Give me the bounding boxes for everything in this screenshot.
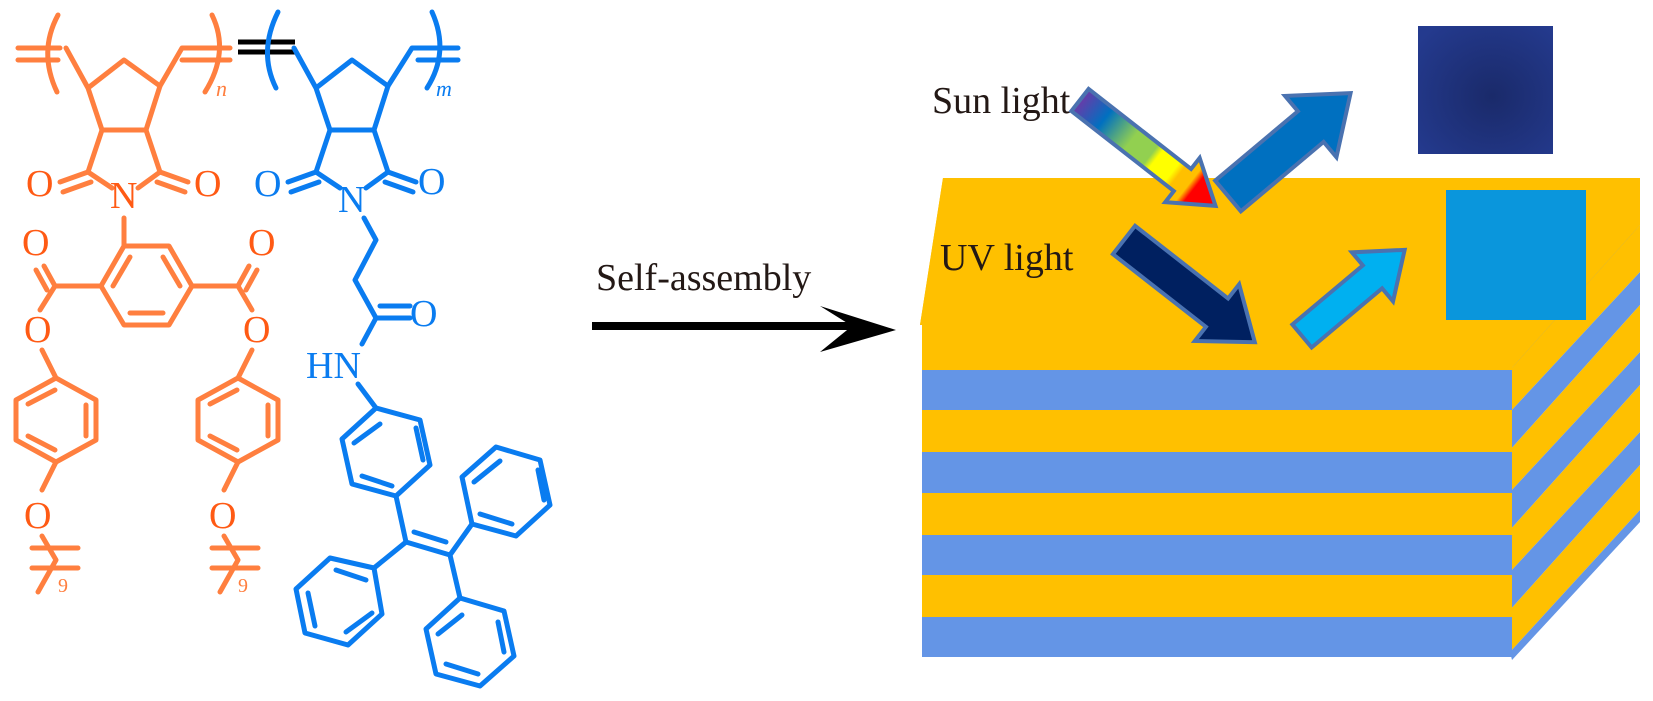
atom-o-imide-left: O xyxy=(26,163,53,205)
central-benzene-inner xyxy=(110,254,183,316)
uv-incoming-arrow xyxy=(1110,223,1258,345)
cyclopentane-ring xyxy=(63,45,163,133)
phenoxy-ring-left xyxy=(13,347,99,465)
imide-carbonyl-right-blue xyxy=(382,169,419,195)
propyl-chain xyxy=(352,215,379,347)
bracket-left xyxy=(45,12,61,95)
backbone-right-link xyxy=(157,45,233,89)
self-assembly-label: Self-assembly xyxy=(596,257,811,299)
phenoxy-ring-right xyxy=(195,347,281,465)
tpe-phenyl-top-right xyxy=(459,444,553,539)
layer-blue-4 xyxy=(922,617,1512,657)
bracket-right-blue xyxy=(424,9,443,91)
tpe-phenyl-bottom-left xyxy=(293,555,385,648)
aniline-ring-inner xyxy=(351,421,426,489)
atom-o-alkoxy1: O xyxy=(24,495,51,537)
atom-o-imide-left-blue: O xyxy=(254,163,281,205)
alkyl-count-2: 9 xyxy=(238,575,248,597)
atom-o-amide: O xyxy=(410,293,437,335)
layer-yellow-3 xyxy=(922,493,1512,535)
layer-stack-front xyxy=(922,368,1512,657)
ester-right xyxy=(189,263,260,313)
phenoxy-ring-right-inner xyxy=(207,387,271,453)
layer-yellow-2 xyxy=(922,410,1512,452)
uv-emitted-arrow xyxy=(1289,247,1408,351)
self-assembly-step: Self-assembly xyxy=(592,257,896,352)
alkoxy-left xyxy=(29,459,81,595)
sunlight-path: Sun light xyxy=(932,26,1553,215)
phenoxy-ring-left-inner xyxy=(25,387,89,453)
bracket-right xyxy=(202,12,223,95)
imide-carbonyl-right xyxy=(154,169,191,195)
tpe-core xyxy=(371,493,475,601)
sunlight-result-dark-blue-square xyxy=(1418,26,1553,154)
sunlight-reflected-arrow xyxy=(1212,91,1354,215)
cyclopentane-ring-blue xyxy=(291,45,391,133)
repeat-subscript-m: m xyxy=(436,76,452,101)
atom-o-ester2-carbonyl: O xyxy=(248,222,275,264)
tpe-phenyl-bottom-right-inner xyxy=(435,612,507,677)
atom-n-imide: N xyxy=(110,175,137,217)
layer-yellow-4 xyxy=(922,575,1512,617)
layer-blue-1 xyxy=(922,368,1512,410)
repeat-subscript-n: n xyxy=(216,76,227,101)
tpe-double-bond-inner xyxy=(411,529,449,545)
imide-carbonyl-left-blue xyxy=(285,169,322,195)
tpe-phenyl-top-right-inner xyxy=(471,458,547,527)
alkyl-count-1: 9 xyxy=(58,575,68,597)
atom-o-ester2-ether: O xyxy=(243,309,270,351)
uvlight-result-bright-blue-square xyxy=(1446,190,1586,320)
orange-block: O N O O O O O O O 9 9 n xyxy=(13,12,281,597)
tpe-phenyl-bottom-right xyxy=(423,595,517,689)
uv-light-label: UV light xyxy=(940,237,1074,279)
ester-left xyxy=(33,263,104,313)
atom-o-alkoxy2: O xyxy=(209,495,236,537)
lamellar-assembly xyxy=(920,178,1640,660)
sun-light-label: Sun light xyxy=(932,80,1071,122)
backbone-left-double-bond xyxy=(15,45,63,63)
atom-o-ester1-ether: O xyxy=(24,309,51,351)
top-layer-bevel xyxy=(920,178,943,325)
atom-o-imide-right-blue: O xyxy=(418,161,445,203)
layer-blue-2 xyxy=(922,452,1512,493)
layer-blue-3 xyxy=(922,535,1512,575)
polymer-structure: O N O O O O O O O 9 9 n xyxy=(13,9,553,689)
bracket-left-blue xyxy=(265,9,281,91)
atom-hn-amide: HN xyxy=(306,345,361,387)
aniline-bond xyxy=(355,381,379,411)
imide-carbonyl-left xyxy=(57,169,94,195)
uvlight-path: UV light xyxy=(940,190,1586,351)
blue-block: O N O O HN m xyxy=(254,9,553,689)
atom-o-imide-right: O xyxy=(194,163,221,205)
atom-n-imide-blue: N xyxy=(338,179,365,221)
amide-carbonyl xyxy=(373,303,413,321)
process-arrowhead xyxy=(820,306,896,352)
tpe-phenyl-bottom-left-inner xyxy=(305,567,375,635)
atom-o-ester1-carbonyl: O xyxy=(22,222,49,264)
alkoxy-right xyxy=(209,459,261,595)
sunlight-incoming-arrow xyxy=(1068,86,1219,209)
